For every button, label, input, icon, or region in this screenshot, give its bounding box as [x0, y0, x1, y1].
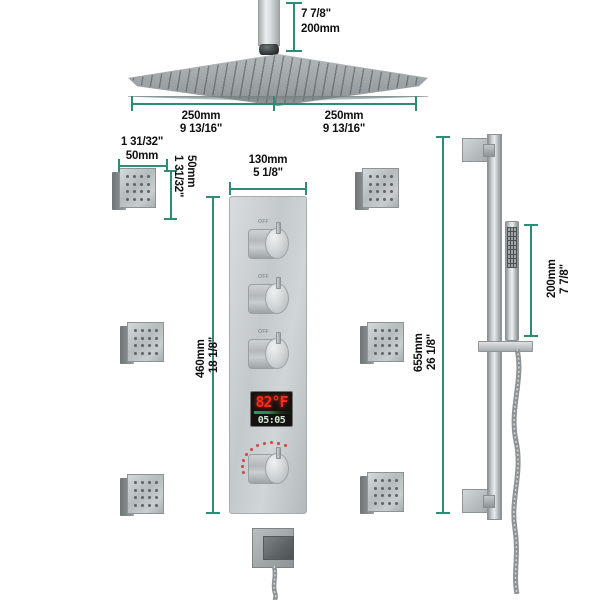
knob-lever [276, 332, 281, 344]
rain-head-dim-tick-left [131, 96, 133, 111]
jet-face [127, 322, 164, 362]
jet-face [119, 168, 156, 208]
body-spray-jet-left-top [112, 168, 156, 212]
knob-lever [276, 222, 281, 234]
function-knob-3[interactable] [248, 332, 289, 369]
rain-head-dim-left-metric: 250mm [181, 110, 221, 122]
square-hand-shower [503, 221, 520, 341]
jet-nozzle-grid [372, 477, 399, 507]
jet-face [127, 474, 164, 514]
hand-shower-dim-tick-top [524, 224, 538, 226]
jet-nozzle-grid [372, 327, 399, 357]
panel-height-dim-metric: 460mm [195, 339, 207, 378]
knob-label-1: OFF [258, 219, 269, 225]
rain-head-dim-tick-right [415, 96, 417, 111]
jet-width-dim-imperial: 1 31/32" [120, 136, 164, 148]
body-spray-jet-right-middle [360, 322, 404, 366]
panel-width-dim-imperial: 5 1/8" [253, 167, 283, 179]
body-spray-jet-left-bottom [120, 474, 164, 518]
jet-width-dim-tick-left [118, 159, 120, 172]
jet-height-dim-imperial: 1 31/32" [172, 155, 184, 198]
knob-label-3: OFF [258, 329, 269, 335]
wall-outlet-elbow [252, 528, 306, 570]
jet-height-dim-tick-bottom [164, 218, 177, 220]
hand-shower-dim-metric: 200mm [546, 259, 558, 298]
hand-shower-dim-line [530, 224, 532, 337]
ceiling-shower-arm [258, 0, 280, 46]
jet-face [367, 472, 404, 512]
slide-bar-dim-metric: 655mm [413, 333, 425, 372]
body-spray-jet-right-bottom [360, 472, 404, 516]
panel-width-dim-tick-left [229, 182, 231, 195]
jet-width-dim-line [118, 165, 168, 167]
body-spray-jet-right-top [355, 168, 399, 212]
function-knob-1[interactable] [248, 222, 289, 259]
hand-shower-dim-tick-bottom [524, 335, 538, 337]
jet-nozzle-grid [132, 327, 159, 357]
outlet-hose [271, 566, 278, 600]
slide-bar-dim-tick-top [436, 136, 450, 138]
lcd-temperature-value: 82°F [255, 393, 288, 411]
slide-bar-dim-line [442, 136, 444, 514]
jet-face [367, 322, 404, 362]
slide-bar-bracket-bottom [462, 489, 495, 513]
temperature-knob[interactable] [248, 447, 289, 484]
ceiling-arm-dim-tick-bottom [286, 50, 302, 52]
ceiling-arm-dim-tick-top [286, 2, 302, 4]
jet-nozzle-grid [367, 173, 394, 203]
rain-head-dim-right-metric: 250mm [324, 110, 364, 122]
panel-height-dim-tick-top [206, 196, 220, 198]
body-spray-jet-left-middle [120, 322, 164, 366]
panel-width-dim-metric: 130mm [248, 154, 288, 166]
slide-bar-bracket-top [462, 138, 495, 162]
jet-height-dim-line [170, 170, 172, 220]
function-knob-2[interactable] [248, 277, 289, 314]
panel-width-dim-line [229, 188, 307, 190]
lcd-bargraph [254, 411, 291, 414]
panel-width-dim-tick-right [305, 182, 307, 195]
panel-height-dim-imperial: 18 1/8" [208, 336, 220, 373]
outlet-body [263, 536, 294, 560]
panel-height-dim-line [212, 196, 214, 514]
rain-head-dim-right-imperial: 9 13/16" [322, 123, 366, 135]
hand-shower-hose [511, 349, 522, 594]
jet-height-dim-metric: 50mm [185, 155, 197, 188]
knob-lever [276, 447, 281, 459]
panel-height-dim-tick-bottom [206, 512, 220, 514]
lcd-timer-value: 05:05 [257, 415, 286, 426]
hand-shower-nozzle-face [507, 227, 517, 268]
slide-bar-dim-tick-bottom [436, 512, 450, 514]
rain-head-dim-tick-mid [273, 96, 275, 111]
bracket-arm [483, 144, 495, 157]
jet-width-dim-metric: 50mm [125, 150, 159, 162]
temperature-indicator-dots [240, 438, 292, 478]
ceiling-arm-dim-line [293, 2, 295, 52]
arm-collar [259, 44, 279, 55]
bracket-arm [483, 495, 495, 508]
rain-head-dim-left-imperial: 9 13/16" [179, 123, 223, 135]
knob-label-2: OFF [258, 274, 269, 280]
hand-shower-holder[interactable] [478, 341, 533, 352]
rain-head-edge [128, 96, 428, 102]
square-rain-shower-head [128, 54, 428, 106]
knob-lever [276, 277, 281, 289]
jet-width-dim-tick-right [166, 159, 168, 172]
jet-height-dim-tick-top [164, 170, 177, 172]
ceiling-arm-dim-metric: 200mm [301, 23, 340, 35]
hand-shower-slide-bar [487, 134, 502, 520]
jet-face [362, 168, 399, 208]
ceiling-arm-dim-imperial: 7 7/8" [301, 8, 331, 20]
jet-nozzle-grid [132, 479, 159, 509]
slide-bar-dim-imperial: 26 1/8" [426, 333, 438, 370]
jet-nozzle-grid [124, 173, 151, 203]
hand-shower-dim-imperial: 7 7/8" [559, 264, 571, 294]
lcd-display: 82°F 05:05 [250, 391, 293, 427]
